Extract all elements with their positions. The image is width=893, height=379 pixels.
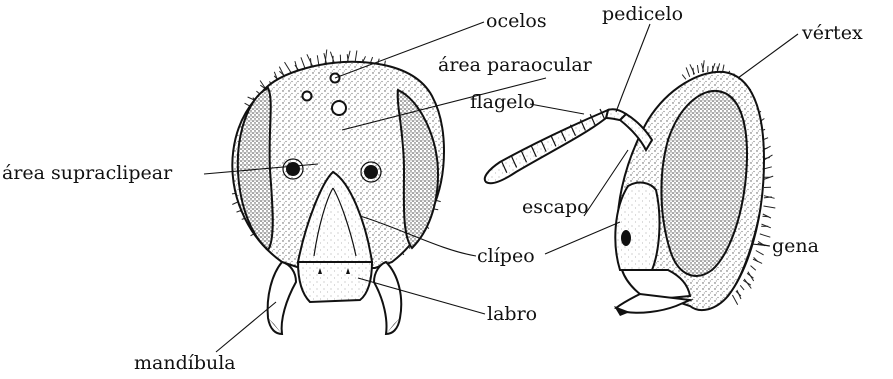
label-escapo: escapo: [522, 196, 589, 218]
leader-vertex: [738, 34, 798, 78]
hair: [330, 52, 334, 63]
hair: [732, 295, 737, 305]
label-labro: labro: [487, 303, 537, 325]
lateral-antennal-socket: [621, 230, 631, 246]
label-mandibula: mandíbula: [134, 352, 236, 374]
mandible-left: [268, 262, 296, 334]
leader-flagelo: [530, 104, 584, 114]
label-ocelos: ocelos: [486, 10, 547, 32]
hair: [682, 75, 686, 80]
labrum: [298, 262, 372, 302]
hair: [747, 273, 753, 278]
hair: [740, 285, 744, 290]
label-clipeo: clípeo: [477, 245, 535, 267]
hair: [763, 216, 769, 217]
antenna-flagellum: [485, 110, 608, 183]
label-area-supraclipear: área supraclipear: [2, 162, 173, 184]
hair: [751, 266, 756, 271]
leader-labro: [358, 278, 485, 314]
hair: [756, 251, 764, 255]
label-gena: gena: [772, 235, 819, 257]
mandible-right: [374, 262, 401, 334]
lateral-face: [615, 183, 659, 270]
frontal-head: [232, 50, 444, 335]
hair: [317, 55, 319, 65]
hair: [753, 259, 762, 263]
leader-mandibula: [216, 302, 276, 352]
hair: [307, 54, 313, 66]
label-vertex: vértex: [801, 22, 863, 44]
hair: [736, 291, 741, 296]
hair: [760, 234, 771, 237]
hair: [743, 280, 751, 285]
ocellus-left: [303, 92, 312, 101]
ocellus-median: [332, 101, 346, 115]
antennal-socket-right: [364, 165, 378, 179]
hair: [690, 64, 695, 74]
leader-pedicelo: [616, 24, 650, 112]
hair: [764, 176, 773, 179]
label-pedicelo: pedicelo: [602, 3, 683, 25]
hair: [764, 206, 776, 208]
hair: [697, 65, 698, 73]
antennal-socket-left: [286, 162, 300, 176]
label-area-paraocular: área paraocular: [438, 54, 593, 76]
hair: [686, 67, 690, 76]
hair: [301, 57, 305, 68]
label-flagelo: flagelo: [470, 91, 535, 113]
